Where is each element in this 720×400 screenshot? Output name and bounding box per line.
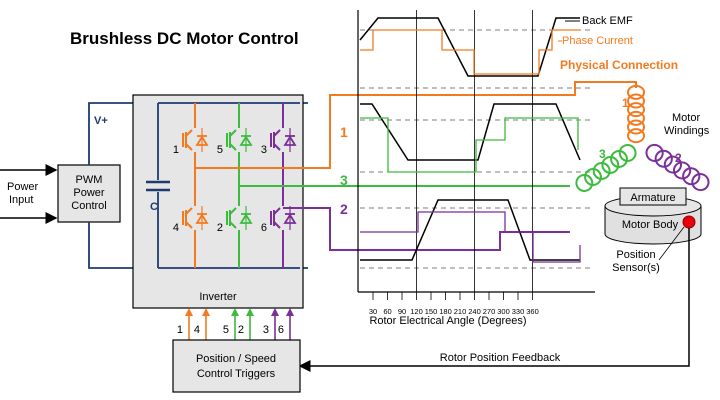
trigger-number: 1 [177,324,183,336]
trigger-arrow: 2 [238,308,254,340]
winding-coil-1 [627,84,645,144]
pwm-power-control: PWM Power Control [57,164,121,223]
switch-number: 3 [261,144,267,156]
inverter-leg-3: 36 [261,103,297,268]
back-emf-1 [359,17,580,77]
phase-label-3: 3 [340,172,348,188]
igbt-switch: 4 [173,206,209,234]
trigger-number: 3 [263,324,269,336]
angle-axis-label: Rotor Electrical Angle (Degrees) [369,315,526,327]
igbt-switch: 3 [261,128,297,156]
trigger-number: 5 [223,324,229,336]
switch-number: 6 [261,222,267,234]
trigger-arrow: 6 [278,308,294,340]
windings-label-1: Motor [672,112,700,124]
inverter-label: Inverter [199,291,237,303]
trigger-number: 6 [278,324,284,336]
trigger-arrow: 3 [263,308,279,340]
trigger-arrow: 1 [177,308,193,340]
sensor-label-1: Position [616,249,655,261]
phase-current-3 [360,117,579,173]
coil-label-3: 3 [599,147,606,161]
angle-tick-label: 90 [398,307,406,316]
winding-coil-2 [645,143,710,192]
phase-current-label: Phase Current [562,35,633,47]
rotor-position-feedback-line [298,228,690,372]
igbt-switch: 2 [217,206,253,234]
pwm-label-2: Power [73,187,105,199]
inverter-leg-1: 14 [173,103,209,268]
windings-label-2: Windings [664,125,710,137]
armature-box [619,187,687,206]
switch-number: 1 [173,144,179,156]
back-emf-label: Back EMF [582,15,633,27]
angle-tick-label: 270 [483,307,496,316]
trigger-arrow: 5 [223,308,239,340]
pwm-label-1: PWM [76,174,103,186]
inverter-leg-2: 52 [217,103,253,268]
angle-tick-label: 330 [512,307,525,316]
dc-link-capacitor: C [146,180,170,213]
igbt-switch: 1 [173,128,209,156]
angle-tick-label: 240 [468,307,481,316]
angle-tick-label: 180 [439,307,452,316]
trigger-number: 2 [238,324,244,336]
control-label-2: Control Triggers [197,368,276,380]
switch-number: 4 [173,222,179,234]
trigger-arrow: 4 [194,308,210,340]
position-sensor [682,215,696,229]
igbt-switch: 6 [261,206,297,234]
control-label-1: Position / Speed [196,353,276,365]
phase-label-2: 2 [340,201,348,217]
angle-tick-label: 300 [497,307,510,316]
trigger-number: 4 [194,324,200,336]
inverter-panel [132,94,304,309]
armature-label: Armature [630,192,675,204]
angle-tick-label: 30 [369,307,377,316]
coil-label-2: 2 [675,151,682,165]
angle-tick-label: 60 [383,307,391,316]
angle-tick-label: 150 [425,307,438,316]
winding-coil-3 [575,144,637,192]
pwm-label-3: Control [71,200,106,212]
phase-current-2 [360,211,581,263]
motor-body-label: Motor Body [622,219,679,231]
power-input-label-1: Power [7,181,39,193]
back-emf-3 [360,103,581,161]
angle-tick-label: 120 [410,307,423,316]
feedback-label: Rotor Position Feedback [440,352,561,364]
power-input-label-2: Input [9,194,33,206]
motor-body: Armature Motor Body Position Sensor(s) [604,187,702,274]
angle-tick-label: 210 [454,307,467,316]
phase-current-1 [360,29,580,75]
coil-label-1: 1 [622,96,629,110]
phase-label-1: 1 [340,124,348,140]
phase-2-wire [283,207,570,251]
physical-connection-label: Physical Connection [560,58,678,72]
switch-number: 2 [217,222,223,234]
waveforms [359,17,581,263]
angle-tick-label: 360 [526,307,539,316]
back-emf-2 [360,199,580,261]
control-triggers-box: Position / Speed Control Triggers [172,339,301,393]
power-input: Power Input [0,164,58,224]
sensor-leader-line [658,226,685,261]
motor-windings: 1 3 2 Motor Windings [575,84,710,192]
sensor-label-2: Sensor(s) [612,262,660,274]
diagram-title: Brushless DC Motor Control [70,29,299,48]
switch-number: 5 [217,144,223,156]
capacitor-label: C [150,201,158,213]
igbt-switch: 5 [217,128,253,156]
phase-1-wire [195,81,637,169]
v-plus-label: V+ [94,115,108,127]
